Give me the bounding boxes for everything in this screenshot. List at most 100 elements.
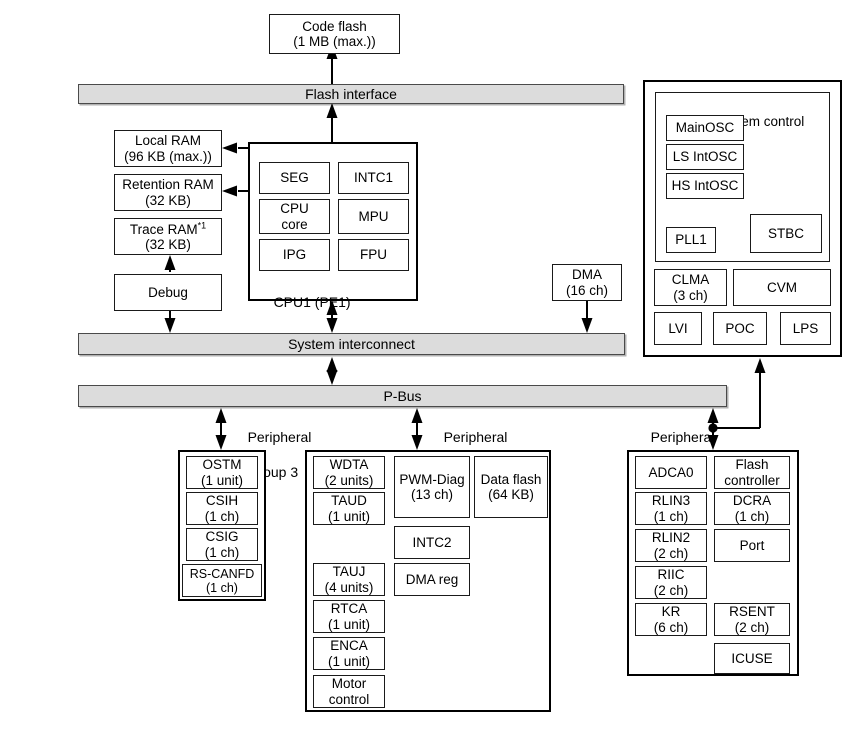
rlin2-line2: (2 ch) — [653, 545, 689, 561]
rlin2-line1: RLIN2 — [651, 530, 691, 546]
block-csig[interactable]: CSIG (1 ch) — [186, 528, 258, 561]
clma-line1: CLMA — [671, 272, 710, 288]
local-ram-line2: (96 KB (max.)) — [124, 148, 212, 164]
retention-ram-line1: Retention RAM — [122, 177, 214, 193]
block-mpu[interactable]: MPU — [338, 199, 409, 234]
local-ram-line1: Local RAM — [134, 133, 201, 149]
block-ipg[interactable]: IPG — [259, 239, 330, 271]
ls-intosc-label: LS IntOSC — [672, 149, 738, 165]
mainosc-label: MainOSC — [675, 120, 735, 136]
block-clma[interactable]: CLMA (3 ch) — [654, 269, 727, 306]
cpu-core-line1: CPU — [280, 201, 309, 217]
lvi-label: LVI — [668, 320, 688, 336]
trace-ram-line2: (32 KB) — [145, 237, 191, 253]
stbc-label: STBC — [767, 225, 804, 241]
data-flash-line2: (64 KB) — [488, 487, 534, 502]
cpu1-caption: CPU1 (PE1) — [273, 293, 351, 310]
pwm-diag-line1: PWM-Diag — [399, 471, 465, 487]
block-ls-intosc[interactable]: LS IntOSC — [666, 144, 744, 170]
block-rlin2[interactable]: RLIN2 (2 ch) — [635, 529, 707, 562]
block-hs-intosc[interactable]: HS IntOSC — [666, 173, 744, 199]
flash-interface-label: Flash interface — [305, 86, 397, 102]
cpu-core-line2: core — [281, 216, 308, 232]
enca-line1: ENCA — [330, 638, 368, 654]
flash-controller-line2: controller — [724, 472, 780, 488]
csig-line2: (1 ch) — [204, 544, 240, 560]
block-pwm-diag[interactable]: PWM-Diag (13 ch) — [394, 456, 470, 518]
block-poc[interactable]: POC — [713, 312, 767, 345]
block-ostm[interactable]: OSTM (1 unit) — [186, 456, 258, 489]
block-dma[interactable]: DMA (16 ch) — [552, 264, 622, 301]
block-port[interactable]: Port — [714, 529, 790, 562]
dma-line1: DMA — [572, 267, 602, 283]
block-pll1[interactable]: PLL1 — [666, 227, 716, 253]
block-intc2[interactable]: INTC2 — [394, 526, 470, 559]
block-stbc[interactable]: STBC — [750, 214, 822, 253]
data-flash-line1: Data flash — [480, 471, 542, 487]
block-mainosc[interactable]: MainOSC — [666, 115, 744, 141]
seg-label: SEG — [280, 170, 309, 186]
block-retention-ram[interactable]: Retention RAM (32 KB) — [114, 174, 222, 211]
code-flash-line1: Code flash — [302, 18, 367, 34]
block-motor-control[interactable]: Motor control — [313, 675, 385, 708]
trace-ram-line1: Trace RAM — [129, 222, 198, 238]
dcra-line2: (1 ch) — [734, 508, 770, 524]
kr-line2: (6 ch) — [653, 619, 689, 635]
clma-line2: (3 ch) — [673, 287, 708, 303]
dma-reg-label: DMA reg — [405, 571, 459, 587]
block-rlin3[interactable]: RLIN3 (1 ch) — [635, 492, 707, 525]
block-data-flash[interactable]: Data flash (64 KB) — [474, 456, 548, 518]
block-dcra[interactable]: DCRA (1 ch) — [714, 492, 790, 525]
block-wdta[interactable]: WDTA (2 units) — [313, 456, 385, 489]
block-code-flash[interactable]: Code flash (1 MB (max.)) — [269, 14, 400, 54]
tauj-line2: (4 units) — [324, 579, 374, 595]
block-adca0[interactable]: ADCA0 — [635, 456, 707, 489]
block-csih[interactable]: CSIH (1 ch) — [186, 492, 258, 525]
retention-ram-line2: (32 KB) — [145, 192, 191, 208]
block-taud[interactable]: TAUD (1 unit) — [313, 492, 385, 525]
block-icuse[interactable]: ICUSE — [714, 643, 790, 674]
block-fpu[interactable]: FPU — [338, 239, 409, 271]
rsent-line2: (2 ch) — [734, 619, 770, 635]
bus-p-bus[interactable]: P-Bus — [78, 385, 727, 407]
block-lps[interactable]: LPS — [780, 312, 831, 345]
intc2-label: INTC2 — [412, 534, 452, 550]
intc1-label: INTC1 — [353, 170, 393, 186]
taud-line1: TAUD — [331, 493, 367, 509]
block-trace-ram[interactable]: Trace RAM*1 (32 KB) — [114, 218, 222, 255]
block-cpu-core[interactable]: CPU core — [259, 199, 330, 234]
block-lvi[interactable]: LVI — [654, 312, 702, 345]
poc-label: POC — [725, 320, 755, 336]
block-intc1[interactable]: INTC1 — [338, 162, 409, 194]
block-rtca[interactable]: RTCA (1 unit) — [313, 600, 385, 633]
cvm-label: CVM — [767, 279, 797, 295]
block-riic[interactable]: RIIC (2 ch) — [635, 566, 707, 599]
block-seg[interactable]: SEG — [259, 162, 330, 194]
block-debug[interactable]: Debug — [114, 274, 222, 311]
wdta-line1: WDTA — [329, 457, 369, 473]
bus-flash-interface[interactable]: Flash interface — [78, 84, 624, 104]
block-tauj[interactable]: TAUJ (4 units) — [313, 563, 385, 596]
block-local-ram[interactable]: Local RAM (96 KB (max.)) — [114, 130, 222, 167]
ipg-label: IPG — [282, 247, 307, 263]
ostm-line1: OSTM — [202, 457, 242, 473]
block-enca[interactable]: ENCA (1 unit) — [313, 637, 385, 670]
block-flash-controller[interactable]: Flash controller — [714, 456, 790, 489]
motor-control-line2: control — [328, 691, 370, 707]
bus-system-interconnect[interactable]: System interconnect — [78, 333, 625, 355]
block-rsent[interactable]: RSENT (2 ch) — [714, 603, 790, 636]
wdta-line2: (2 units) — [324, 472, 374, 488]
rsent-line1: RSENT — [729, 604, 775, 620]
mpu-label: MPU — [358, 208, 389, 224]
ostm-line2: (1 unit) — [200, 472, 244, 488]
lps-label: LPS — [792, 320, 819, 336]
block-cvm[interactable]: CVM — [733, 269, 831, 306]
rtca-line1: RTCA — [330, 601, 368, 617]
block-kr[interactable]: KR (6 ch) — [635, 603, 707, 636]
kr-line1: KR — [661, 604, 681, 620]
block-rs-canfd[interactable]: RS-CANFD (1 ch) — [182, 564, 262, 597]
csig-line1: CSIG — [205, 529, 239, 545]
riic-line2: (2 ch) — [653, 582, 689, 598]
hs-intosc-label: HS IntOSC — [671, 178, 739, 194]
block-dma-reg[interactable]: DMA reg — [394, 563, 470, 596]
